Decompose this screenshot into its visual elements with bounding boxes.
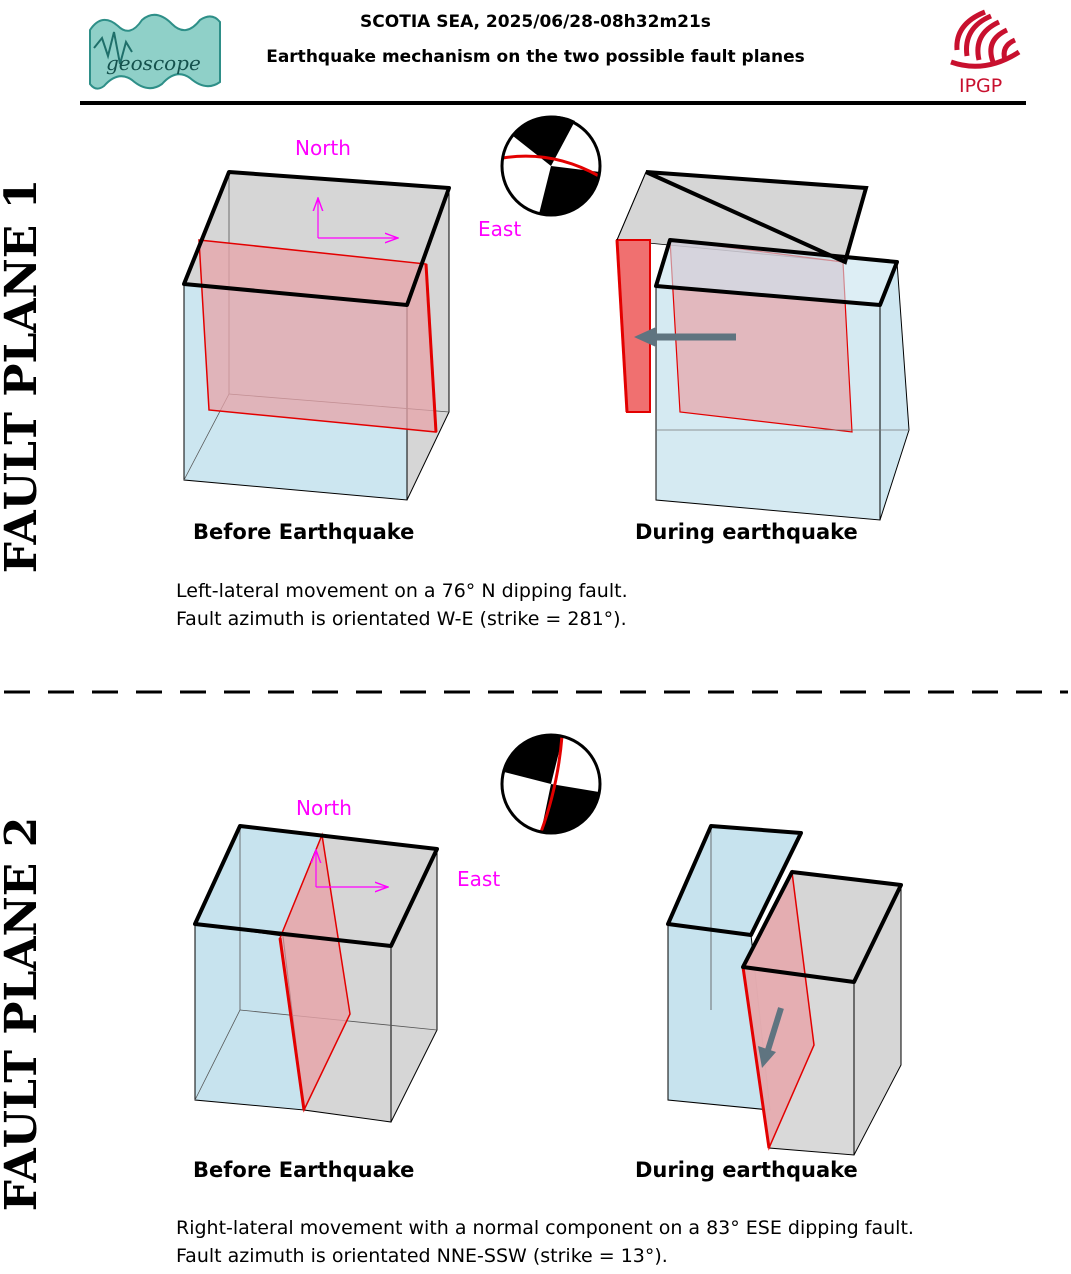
before-label-2: Before Earthquake — [193, 1158, 415, 1182]
block-1-before — [182, 170, 451, 501]
during-label-2: During earthquake — [635, 1158, 858, 1182]
header-divider — [80, 101, 1026, 105]
during-label-1: During earthquake — [635, 520, 858, 544]
page-subtitle: Earthquake mechanism on the two possible… — [266, 47, 805, 67]
caption-2-line-2: Fault azimuth is orientated NNE-SSW (str… — [176, 1245, 668, 1267]
before-label-1: Before Earthquake — [193, 520, 415, 544]
page-title: SCOTIA SEA, 2025/06/28-08h32m21s — [360, 12, 711, 32]
north-label-1: North — [295, 136, 351, 160]
east-label-1: East — [478, 217, 522, 241]
block-2-during — [666, 824, 903, 1156]
geoscope-logo-graphic: geoscope — [89, 13, 221, 90]
ipgp-logo-text: IPGP — [959, 75, 1002, 97]
slip-arrow-2 — [758, 1046, 776, 1068]
block-1-during — [615, 170, 910, 521]
ipgp-logo: IPGP — [945, 4, 1025, 98]
geoscope-logo: geoscope — [82, 8, 224, 96]
north-label-2: North — [296, 796, 352, 820]
caption-1-line-2: Fault azimuth is orientated W-E (strike … — [176, 608, 627, 630]
caption-2-line-1: Right-lateral movement with a normal com… — [176, 1217, 914, 1239]
beachball-1 — [500, 115, 602, 217]
caption-1-line-1: Left-lateral movement on a 76° N dipping… — [176, 580, 628, 602]
block-2-before — [193, 824, 439, 1123]
beachball-2 — [500, 733, 602, 835]
ipgp-logo-graphic: IPGP — [950, 9, 1021, 97]
geoscope-logo-text: geoscope — [106, 51, 201, 75]
east-label-2: East — [457, 867, 501, 891]
slip-arrow-1 — [634, 327, 656, 347]
